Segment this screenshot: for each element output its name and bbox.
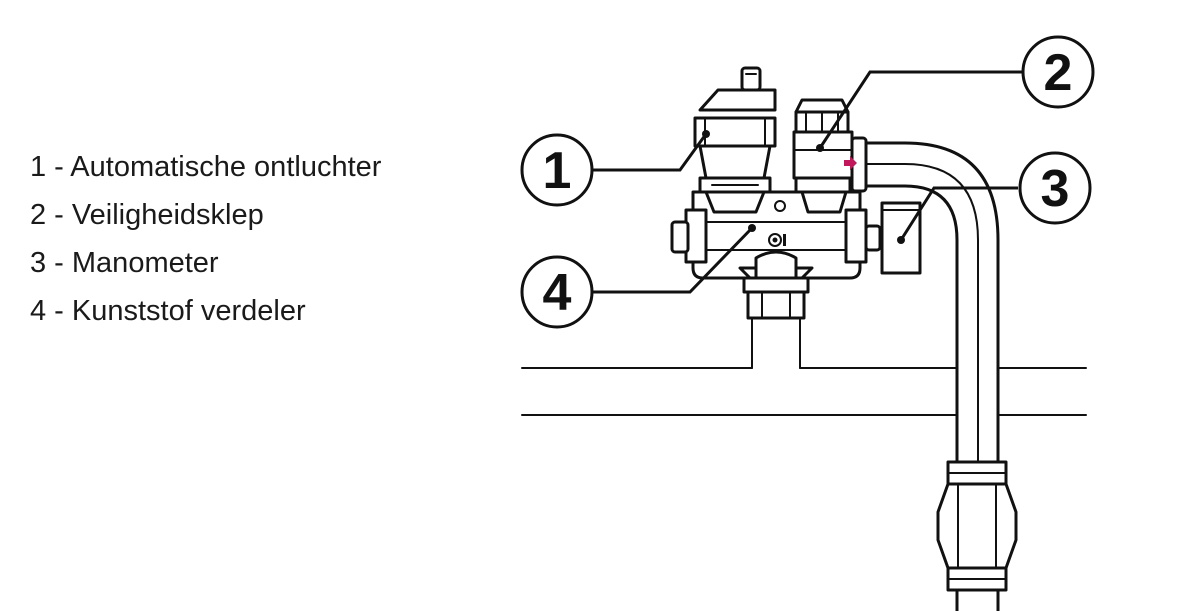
callout-4-number: 4 bbox=[543, 264, 572, 322]
pipe bbox=[850, 136, 1000, 464]
callout-2: 2 bbox=[1021, 35, 1095, 109]
callout-3-number: 3 bbox=[1041, 160, 1070, 218]
pipe-connector bbox=[936, 460, 1018, 611]
legend-item-1: 1 - Automatische ontluchter bbox=[30, 151, 382, 183]
callout-1-number: 1 bbox=[543, 142, 572, 200]
bottom-outlet bbox=[738, 250, 814, 320]
callout-4: 4 bbox=[520, 255, 594, 329]
callout-3: 3 bbox=[1018, 151, 1092, 225]
legend: 1 - Automatische ontluchter 2 - Veilighe… bbox=[30, 143, 381, 335]
legend-item-4: 4 - Kunststof verdeler bbox=[30, 295, 306, 327]
callout-1: 1 bbox=[520, 133, 594, 207]
legend-item-3: 3 - Manometer bbox=[30, 247, 219, 279]
wall-lines bbox=[521, 317, 1087, 416]
pressure-gauge bbox=[880, 201, 922, 275]
legend-item-2: 2 - Veiligheidsklep bbox=[30, 199, 264, 231]
callout-2-number: 2 bbox=[1044, 44, 1073, 102]
leader-lines bbox=[590, 70, 1024, 294]
automatic-air-vent bbox=[693, 66, 777, 214]
